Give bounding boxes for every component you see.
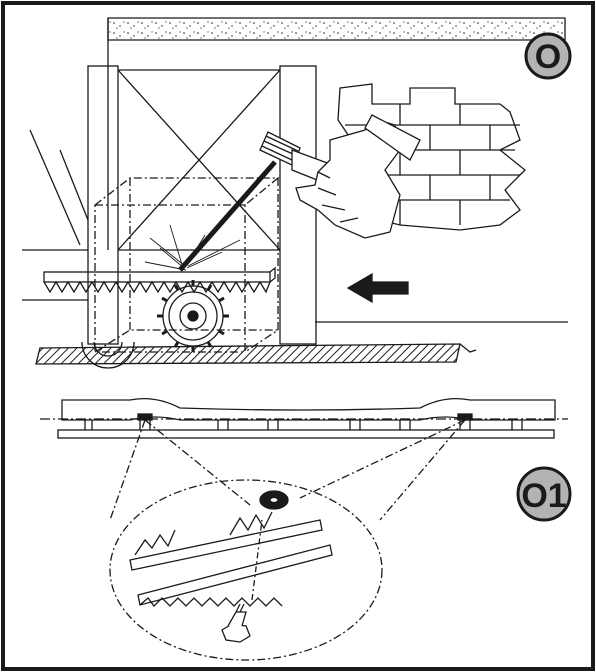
base-plate (57, 429, 555, 439)
motor-outline (94, 177, 280, 353)
detail-ellipse (109, 479, 383, 661)
step-badge-o: O (524, 32, 572, 80)
rack-top-view (61, 397, 556, 421)
washer-icon (259, 490, 289, 510)
rack-teeth (43, 280, 271, 294)
left-arrow-icon (346, 272, 409, 304)
step-badge-o1: O1 (516, 466, 572, 522)
gear-rack (43, 271, 271, 283)
welding-rod (178, 160, 277, 272)
pinion-gear-icon (157, 280, 229, 352)
hex-bolt-icon (221, 603, 251, 643)
top-scene (22, 17, 568, 369)
detail-rack (129, 511, 333, 607)
hand-holding-welder-icon (259, 114, 421, 239)
ground-track (35, 343, 461, 365)
lintel (107, 17, 566, 41)
step-label-o1: O1 (521, 477, 566, 515)
sparks (144, 224, 241, 271)
bottom-scene (40, 397, 568, 661)
step-label-o: O (535, 38, 561, 76)
